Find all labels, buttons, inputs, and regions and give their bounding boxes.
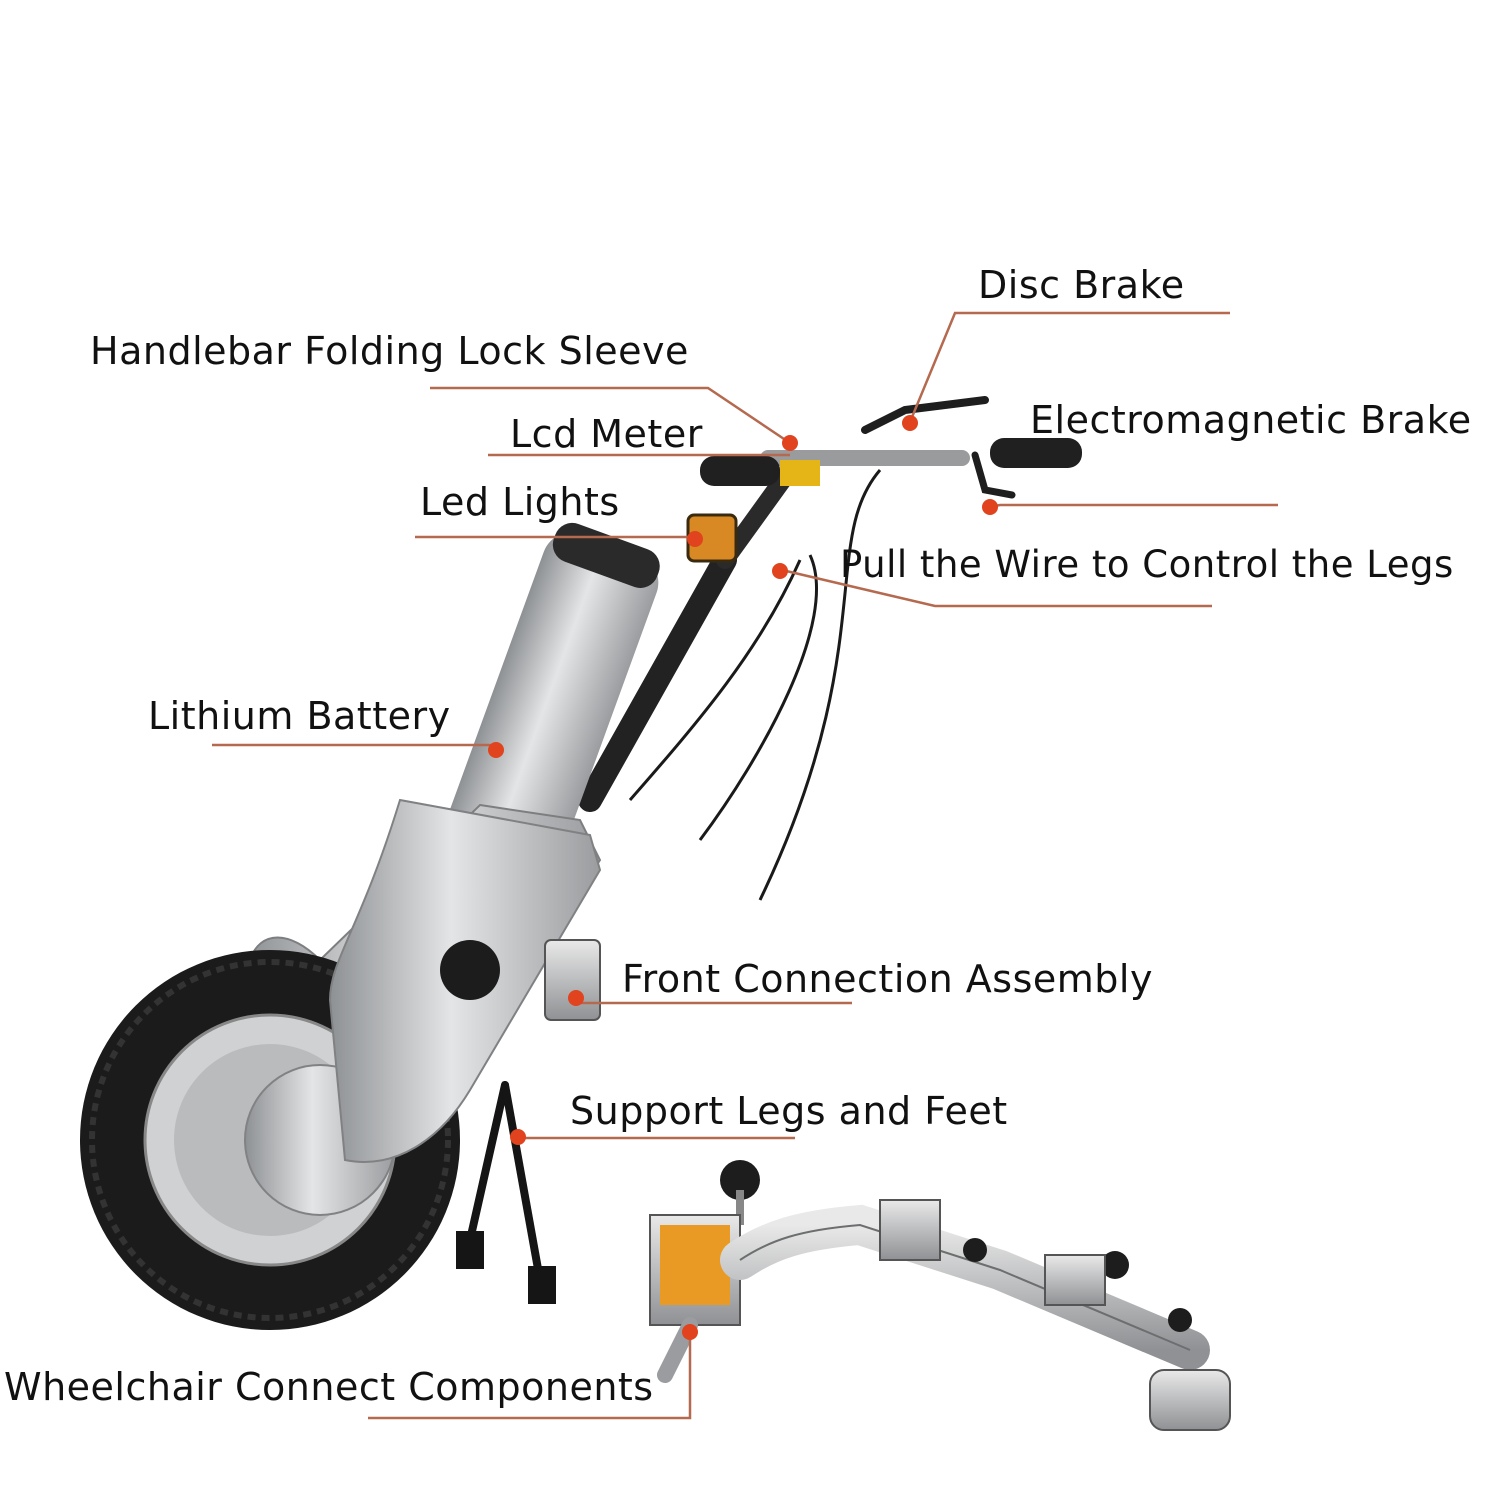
handcycle-illustration — [80, 396, 1231, 1431]
leader-electromagnetic-brake — [989, 503, 1278, 509]
marker-wheelchair-connect — [682, 1324, 698, 1340]
leader-disc-brake — [908, 311, 1230, 423]
leader-lithium-battery — [212, 743, 496, 751]
lithium-battery-tube — [439, 522, 660, 895]
label-disc-brake: Disc Brake — [978, 263, 1185, 307]
marker-front-connection — [568, 990, 584, 1006]
marker-pull-wire — [772, 563, 788, 579]
label-support-legs-and-feet: Support Legs and Feet — [570, 1089, 1008, 1133]
label-lcd-meter: Lcd Meter — [510, 412, 703, 456]
label-wheelchair-connect-components: Wheelchair Connect Components — [4, 1365, 654, 1409]
marker-led-lights — [687, 531, 703, 547]
wheelchair-connector-illustration — [649, 1160, 1231, 1431]
label-electromagnetic-brake: Electromagnetic Brake — [1030, 398, 1472, 442]
front-connector-block — [544, 939, 601, 1021]
leader-pull-wire — [781, 568, 1212, 608]
label-pull-wire: Pull the Wire to Control the Legs — [840, 543, 1454, 586]
marker-support-legs — [510, 1129, 526, 1145]
marker-disc-brake — [902, 415, 918, 431]
handlebar — [700, 396, 1082, 499]
marker-dots — [488, 415, 998, 1340]
leader-handlebar-lock — [430, 386, 791, 445]
label-handlebar-folding-lock-sleeve: Handlebar Folding Lock Sleeve — [90, 329, 689, 373]
leader-support-legs — [517, 1135, 795, 1140]
label-front-connection-assembly: Front Connection Assembly — [622, 957, 1153, 1001]
control-cables — [628, 469, 882, 901]
brand-emblem — [440, 940, 500, 1000]
support-legs-illustration — [456, 1081, 556, 1304]
marker-electromagnetic-brake — [982, 499, 998, 515]
label-led-lights: Led Lights — [420, 480, 620, 524]
label-lithium-battery: Lithium Battery — [148, 694, 451, 738]
leader-wheelchair-connect — [368, 1332, 692, 1420]
marker-lcd-meter — [782, 435, 798, 451]
marker-lithium-battery — [488, 742, 504, 758]
